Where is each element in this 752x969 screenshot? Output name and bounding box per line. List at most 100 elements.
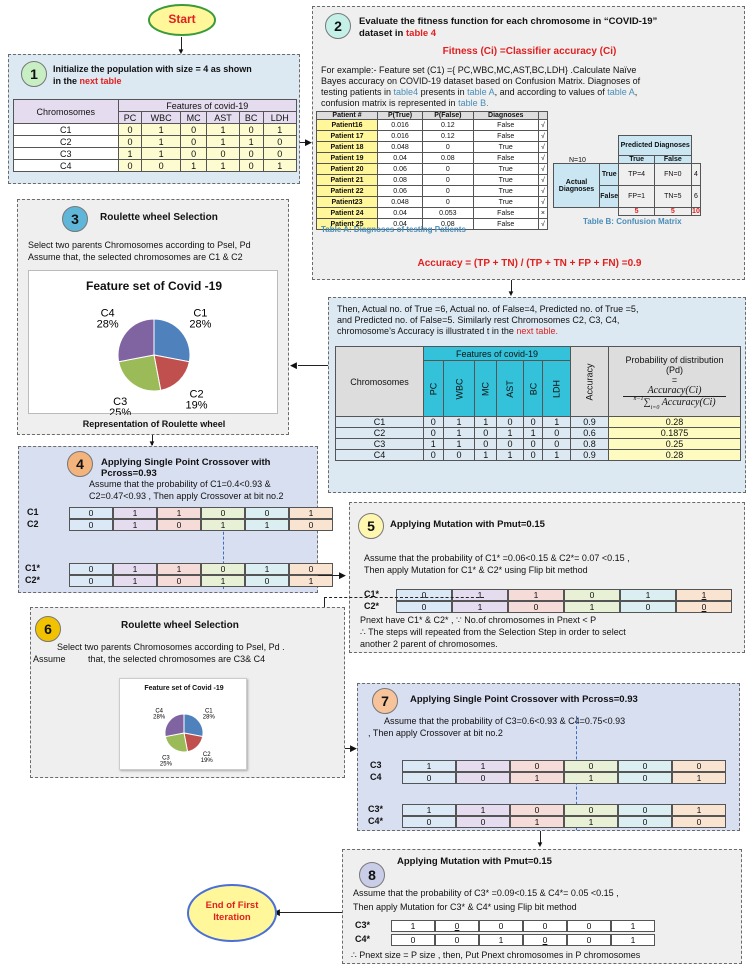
gene-bit: 1	[113, 563, 157, 575]
step8-title: Applying Mutation with Pmut=0.15	[397, 856, 552, 867]
table-b-caption: Table B: Confusion Matrix	[583, 217, 682, 226]
pie-value-label: 28%	[97, 319, 119, 331]
gene-bit: 0	[523, 934, 567, 946]
pie-value-label: 28%	[203, 714, 216, 720]
chromosome-label: C3*	[368, 804, 384, 814]
probability-panel: Then, Actual no. of True =6, Actual no. …	[328, 297, 746, 493]
gene-bit: 1	[245, 519, 289, 531]
chromosome-label: C1	[27, 507, 39, 517]
gene-bit: 0	[672, 760, 726, 772]
step4-line2: C2=0.47<0.93 , Then apply Crossover at b…	[89, 491, 284, 501]
example-paragraph: For example:- Feature set (C1) ={ PC,WBC…	[321, 65, 641, 108]
pie-slice	[164, 713, 185, 738]
step8-note: ∴ Pnext size = P size , then, Put Pnext …	[351, 950, 641, 960]
step5-title: Applying Mutation with Pmut=0.15	[390, 519, 545, 530]
gene-bit: 0	[456, 772, 510, 784]
chart-title: Feature set of Covid -19	[85, 279, 223, 293]
step5-panel: 5 Applying Mutation with Pmut=0.15 Assum…	[349, 502, 745, 653]
step-number-badge: 8	[359, 862, 385, 888]
pie-category-label: C3	[162, 756, 170, 762]
probability-intro: Then, Actual no. of True =6, Actual no. …	[337, 304, 639, 336]
chromosome-label: C4*	[368, 816, 384, 826]
gene-bit: 1	[402, 804, 456, 816]
arrow-down-icon: ▼	[536, 840, 544, 849]
step6-title: Roulette wheel Selection	[121, 620, 239, 631]
gene-bit: 0	[618, 760, 672, 772]
gene-bit: 1	[564, 816, 618, 828]
gene-bit: 0	[564, 804, 618, 816]
gene-bit: 1	[113, 507, 157, 519]
feature-header: PC	[117, 111, 143, 124]
gene-bit: 0	[618, 772, 672, 784]
gene-bit: 0	[289, 519, 333, 531]
gene-bit: 1	[620, 589, 676, 601]
gene-bit: 1	[113, 575, 157, 587]
gene-bit: 0	[201, 507, 245, 519]
gene-bit: 1	[402, 760, 456, 772]
step2-subtitle: dataset in table 4	[359, 28, 437, 39]
pie-value-label: 28%	[189, 319, 211, 331]
step6-panel: 6 Roulette wheel Selection Select two pa…	[30, 607, 345, 778]
crossover-point-line	[223, 507, 224, 589]
step4-panel: 4 Applying Single Point Crossover with P…	[18, 446, 333, 593]
feature-header: LDH	[262, 111, 298, 124]
gene-bit: 1	[672, 772, 726, 784]
gene-bit: 0	[157, 575, 201, 587]
gene-bit: 1	[456, 760, 510, 772]
gene-bit: 1	[113, 519, 157, 531]
step-number-badge: 2	[325, 13, 351, 39]
pie-category-label: C4	[155, 708, 163, 714]
arrow-left-icon: ◀	[290, 360, 297, 370]
table-a-caption: Table A: Diagnoses of testing Patients	[321, 225, 466, 234]
gene-bit: 0	[157, 519, 201, 531]
step4-line1: Assume that the probability of C1=0.4<0.…	[89, 479, 271, 489]
gene-bit: 0	[69, 575, 113, 587]
step3-line2: Assume that, the selected chromosomes ar…	[28, 252, 243, 262]
step8-panel: 8 Applying Mutation with Pmut=0.15 Assum…	[342, 849, 742, 964]
gene-bit: 0	[508, 601, 564, 613]
gene-bit: 1	[564, 772, 618, 784]
pie-category-label: C1	[193, 308, 207, 320]
gene-bit: 0	[523, 920, 567, 932]
gene-bit: 1	[564, 601, 620, 613]
chart-title: Feature set of Covid -19	[144, 685, 224, 692]
start-label: Start	[168, 12, 196, 26]
roulette-caption: Representation of Roulette wheel	[82, 419, 226, 429]
feature-header: MC	[179, 111, 208, 124]
feature-header: AST	[206, 111, 240, 124]
gene-bit: 0	[396, 601, 452, 613]
gene-bit: 0	[456, 816, 510, 828]
step3-panel: 3 Roulette wheel Selection Select two pa…	[17, 199, 289, 435]
step5-note2: ∴ The steps will repeated from the Selec…	[360, 627, 626, 637]
gene-bit: 0	[564, 589, 620, 601]
gene-bit: 0	[391, 934, 435, 946]
gene-bit: 0	[567, 934, 611, 946]
arrow-down-icon: ▼	[177, 47, 185, 56]
feature-header: MC	[474, 360, 498, 417]
feature-header: LDH	[542, 360, 571, 417]
step6-line2: Assume that, the selected chromosomes ar…	[33, 654, 266, 664]
gene-bit: 0	[618, 816, 672, 828]
gene-bit: 0	[69, 507, 113, 519]
gene-bit: 0	[620, 601, 676, 613]
